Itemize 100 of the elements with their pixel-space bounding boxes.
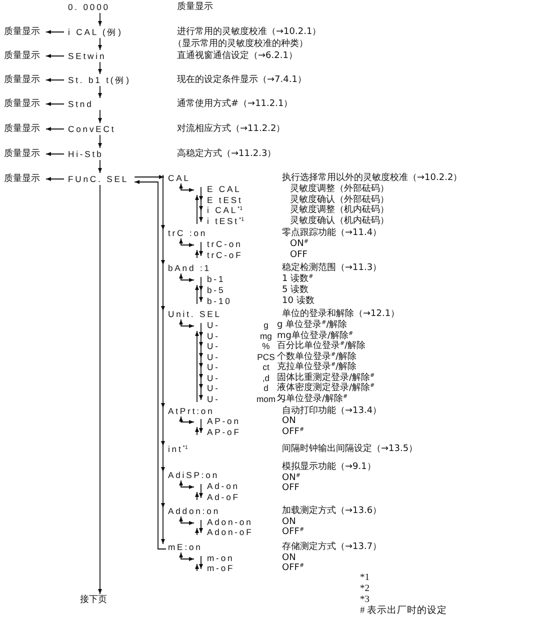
display-label: 质量显示: [4, 27, 40, 37]
display-code: U-: [207, 373, 220, 383]
description: 10 读数: [282, 296, 314, 306]
arrow: [98, 110, 102, 124]
unit-symbol: d: [264, 383, 268, 393]
display-code: ConvECt: [68, 124, 116, 134]
arrow: [98, 184, 102, 594]
arrow: [46, 127, 64, 131]
arrow: [179, 416, 194, 424]
display-code: AtPrt:on: [168, 406, 214, 416]
footnote: *2: [360, 584, 370, 594]
display-code: E CAL: [207, 184, 242, 194]
description: 加载测定方式（→13.6）: [282, 506, 382, 516]
description: （显示常用的灵敏度校准的种类）: [173, 39, 308, 49]
display-code: b-5: [207, 285, 226, 295]
display-code: i tESt$^{*1}$: [207, 216, 244, 226]
description: 零点跟踪功能（→11.4）: [282, 228, 382, 238]
display-code: Hi-Stb: [68, 149, 104, 159]
arrow: [161, 230, 165, 266]
arrow: [199, 322, 203, 338]
description: 灵敏度调整（外部砝码）: [290, 184, 389, 194]
display-code: Ad-on: [207, 481, 240, 491]
display-code: int$^{*1}$: [168, 444, 188, 454]
arrow: [199, 186, 203, 202]
arrow: [98, 160, 102, 174]
arrow: [195, 330, 199, 402]
arrow: [161, 264, 165, 312]
arrow: [199, 364, 203, 380]
unit-symbol: %: [262, 341, 270, 351]
display-code: trC-oF: [207, 250, 243, 260]
display-code: mE:on: [168, 542, 202, 552]
arrow: [195, 492, 199, 500]
arrow: [179, 183, 194, 192]
display-code: U-: [207, 320, 220, 330]
description: 高稳定方式（→11.2.3）: [177, 149, 276, 159]
arrow: [195, 194, 199, 224]
description: 百分比单位登录$^{#}$/解除: [277, 341, 366, 351]
description: 稳定检测范围（→11.3）: [282, 263, 382, 273]
arrow: [161, 508, 165, 544]
display-code: i CAL (例): [68, 27, 123, 37]
display-code: CAL: [168, 173, 190, 183]
arrow: [46, 54, 64, 58]
arrow: [199, 198, 203, 212]
arrow: [179, 516, 194, 525]
footnote: # 表示出厂时的设定: [360, 606, 448, 616]
arrow: [199, 376, 203, 390]
display-label: 质量显示: [4, 149, 40, 159]
arrow: [46, 102, 64, 106]
display-label: 质量显示: [4, 75, 40, 85]
unit-symbol: g: [264, 320, 268, 330]
description: ON: [282, 553, 296, 563]
description: 现在的设定条件显示（→7.4.1）: [177, 75, 306, 85]
display-code: b-1: [207, 274, 226, 284]
description: 存储测定方式（→13.7）: [282, 542, 382, 552]
description: ON: [282, 517, 296, 527]
description: 执行选择常用以外的灵敏度校准（→10.2.2）: [282, 173, 462, 183]
arrow: [179, 273, 194, 282]
arrow: [195, 426, 199, 436]
arrow: [199, 386, 203, 400]
arrow: [179, 238, 194, 247]
arrow: [199, 484, 203, 498]
display-code: i CAL$^{*1}$: [207, 205, 243, 215]
arrow: [199, 520, 203, 534]
description: ON$^{#}$: [290, 239, 308, 249]
display-code: U-: [207, 341, 220, 351]
unit-symbol: mom: [256, 394, 276, 404]
description: 质量显示: [177, 2, 213, 12]
display-code: U-: [207, 331, 220, 341]
display-code: AP-oF: [207, 427, 241, 437]
display-code: St. b1 t(例): [68, 75, 131, 85]
arrow: [161, 174, 165, 230]
description: 模拟显示功能（→9.1）: [282, 462, 376, 472]
continued-label: 接下页: [80, 595, 107, 605]
arrow: [161, 408, 165, 446]
description: 灵敏度确认（机内砝码）: [290, 216, 389, 226]
display-label: 质量显示: [4, 124, 40, 134]
arrow: [161, 446, 165, 472]
display-code: U-: [207, 394, 220, 404]
description: 个数单位登录$^{#}$/解除: [277, 352, 357, 362]
arrow: [179, 480, 194, 489]
description: 灵敏度确认（外部砝码）: [290, 195, 389, 205]
arrow: [98, 62, 102, 74]
description: OFF$^{#}$: [282, 563, 304, 573]
arrow: [46, 152, 64, 156]
display-label: 质量显示: [4, 99, 40, 109]
display-code: Stnd: [68, 99, 94, 109]
display-code: U-: [207, 383, 220, 393]
display-code: Adon-on: [207, 517, 253, 527]
display-code: E tESt: [207, 195, 243, 205]
unit-symbol: ,d: [262, 373, 270, 383]
description: 对流相应方式（→11.2.2）: [177, 124, 286, 134]
display-code: AdiSP:on: [168, 470, 220, 480]
description: 克拉单位登录$^{#}$/解除: [277, 362, 357, 372]
display-code: U-: [207, 362, 220, 372]
description: OFF: [290, 250, 308, 260]
arrow: [161, 310, 165, 408]
description: 液体密度测定登录/解除$^{#}$: [277, 383, 375, 393]
description: OFF$^{#}$: [282, 527, 304, 537]
display-code: trC-on: [207, 239, 242, 249]
description: OFF: [282, 483, 300, 493]
